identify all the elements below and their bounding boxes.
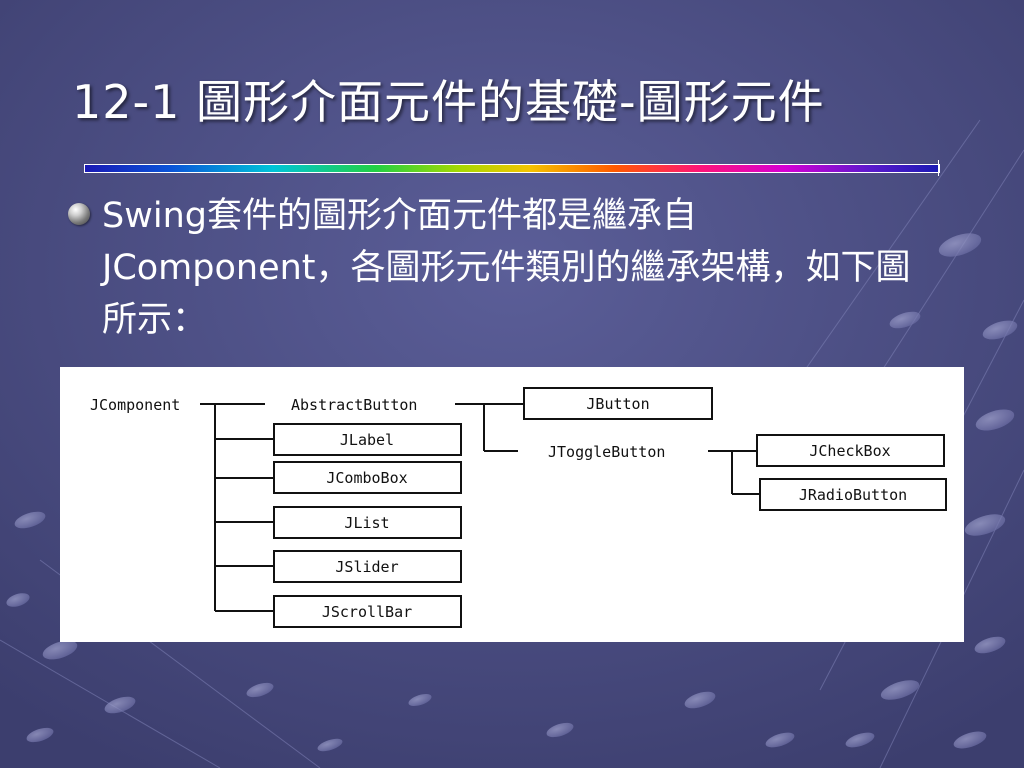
slide-title: 12-1 圖形介面元件的基礎-圖形元件 [72,75,825,129]
background-dot [938,233,982,257]
node-jradiobutton-box [759,478,947,511]
background-dot [317,738,343,752]
background-dot [408,693,432,707]
background-dot [845,732,875,748]
node-jcombobox-box [273,461,462,494]
background-dot [964,514,1006,536]
background-dot [14,511,46,529]
node-jlist-label: JList [344,514,389,532]
background-dot [246,682,274,698]
bullet-text: Swing套件的圖形介面元件都是繼承自JComponent，各圖形元件類別的繼承… [102,196,911,340]
background-dot [889,311,921,329]
background-dot [880,680,920,700]
node-jscrollbar-label: JScrollBar [322,603,412,621]
background-dot [104,696,136,714]
node-jslider-label: JSlider [335,558,398,576]
class-hierarchy-diagram: JComponent AbstractButton JButton JToggl… [60,367,964,642]
divider-end-tick [938,160,939,176]
node-jbutton-box [523,387,713,420]
diagram-canvas: JComponent AbstractButton JButton JToggl… [90,387,947,628]
background-dot [6,593,30,607]
background-dot [982,320,1018,340]
node-jcomponent-label: JComponent [90,396,180,414]
node-jlabel-box [273,423,462,456]
node-jradiobutton-label: JRadioButton [799,486,907,504]
diagram-connectors [200,403,760,612]
background-dot [953,731,987,749]
node-jlabel-label: JLabel [340,431,394,449]
node-jlist-box [273,506,462,539]
node-jcombobox-label: JComboBox [326,469,407,487]
background-dot [546,722,574,738]
background-dot [42,640,78,660]
node-abstractbutton-label: AbstractButton [291,396,417,414]
node-jcheckbox-box [756,434,945,467]
node-jscrollbar-box [273,595,462,628]
bullet-sphere-icon [68,203,90,225]
node-jbutton-label: JButton [586,395,649,413]
background-dot [975,409,1015,431]
background-dot [974,636,1006,654]
node-jslider-box [273,550,462,583]
node-jtogglebutton-label: JToggleButton [548,443,665,461]
background-dot [765,732,795,748]
node-jcheckbox-label: JCheckBox [809,442,890,460]
rainbow-divider [84,164,940,173]
background-dot [26,727,54,743]
background-dot [684,691,716,709]
